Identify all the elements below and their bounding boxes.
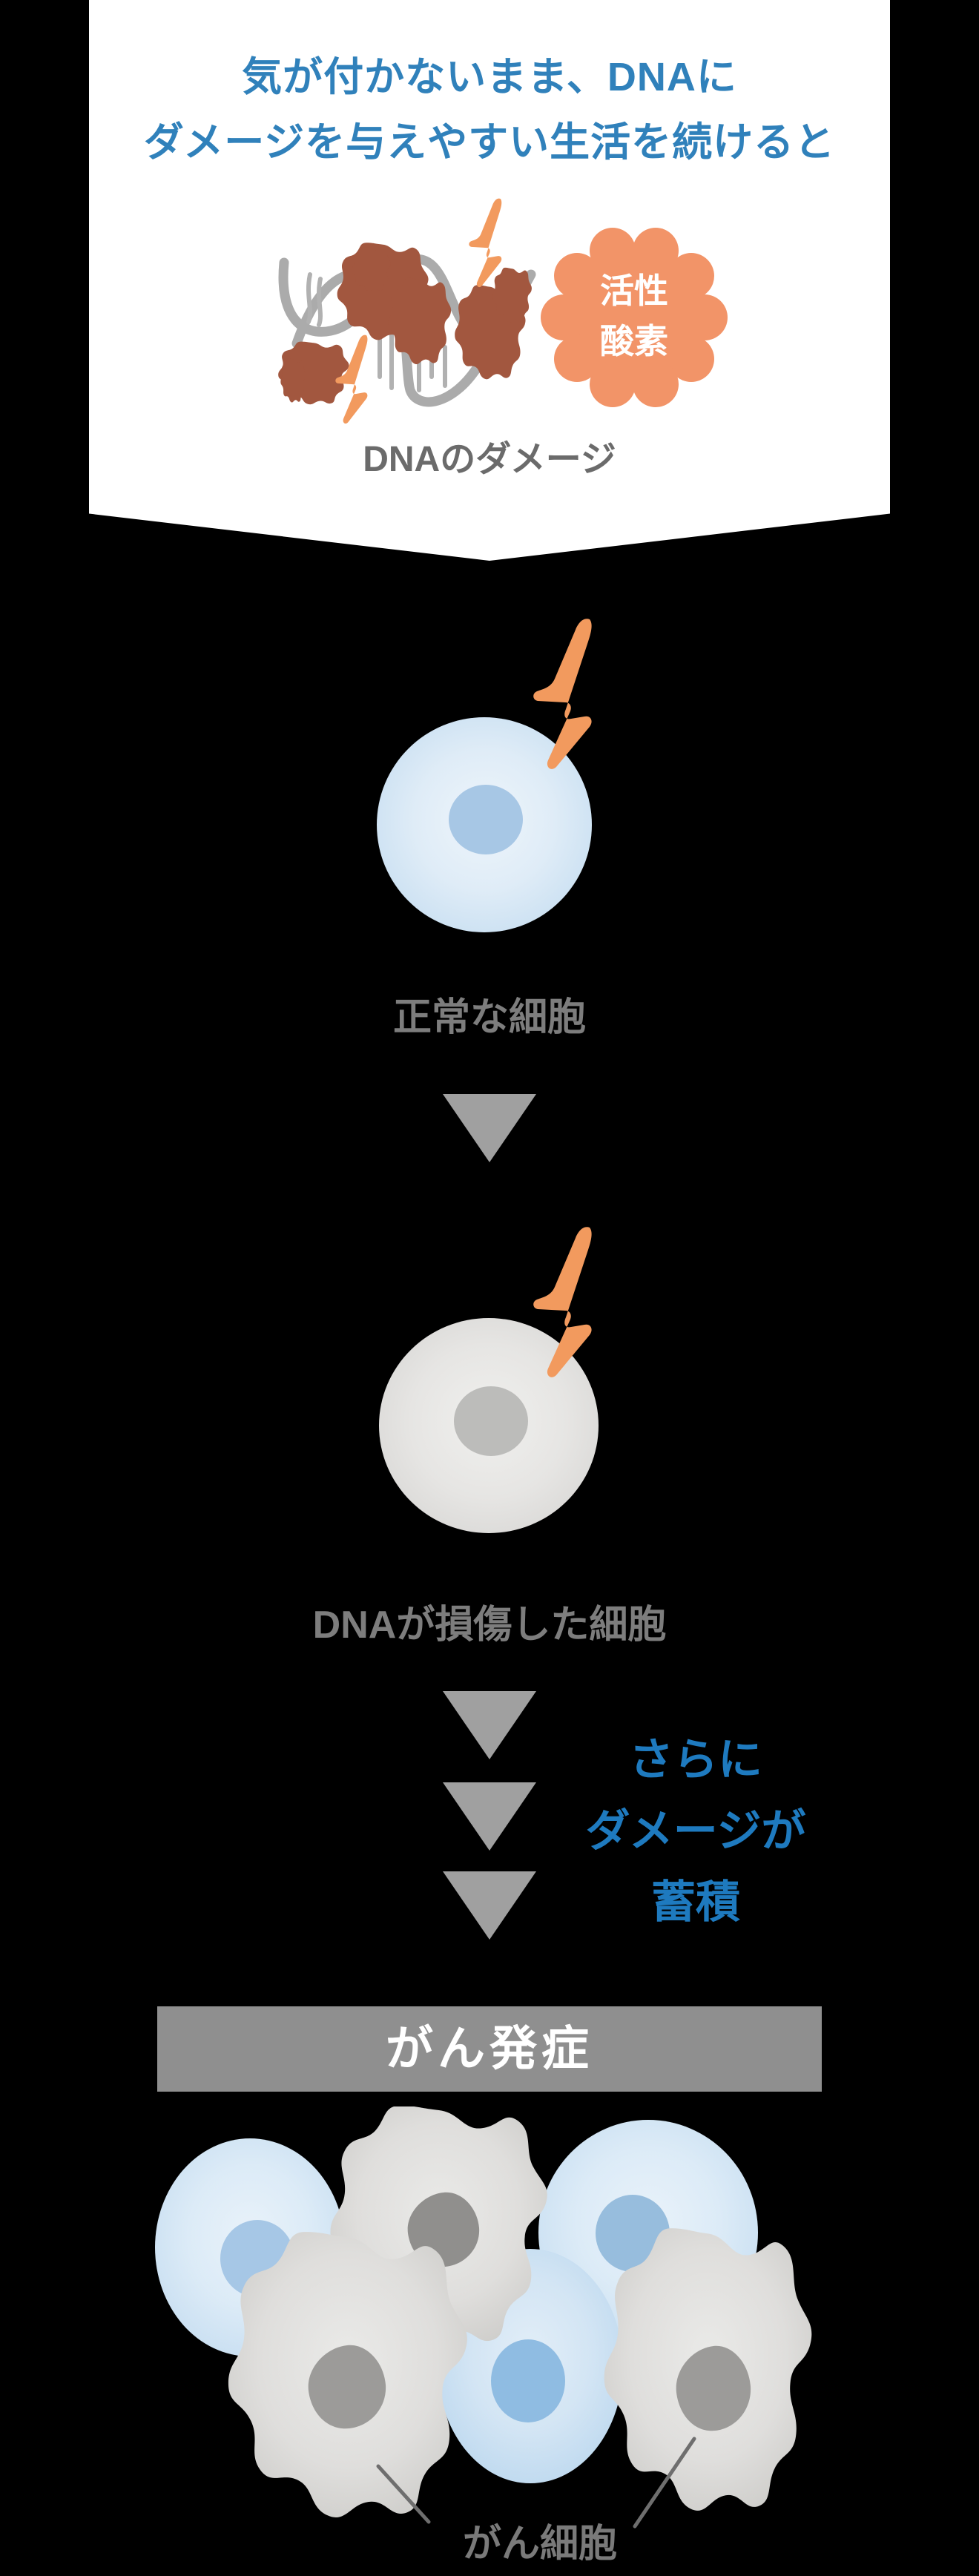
normal-cell-label: 正常な細胞: [392, 996, 586, 1039]
cancer-cell-cluster-icon: [155, 2106, 812, 2529]
intro-heading-line1: 気が付かないまま、DNAに: [242, 55, 737, 99]
normal-cell-nucleus: [449, 785, 523, 854]
badge-label-line1: 活性: [600, 271, 668, 310]
down-arrow-icon: [443, 1782, 536, 1851]
down-arrow-icon: [443, 1094, 536, 1162]
damaged-cell-icon: [379, 1227, 599, 1533]
cancer-cell-label: がん細胞: [462, 2523, 617, 2566]
normal-cell-icon: [377, 619, 592, 932]
down-arrow-icon: [443, 1691, 536, 1759]
damaged-cell-nucleus: [454, 1386, 528, 1456]
cancer-onset-banner-label: がん発症: [386, 2022, 593, 2075]
accumulation-line3: 蓄積: [651, 1877, 740, 1927]
reactive-oxygen-badge-label: 活性 酸素: [560, 266, 708, 366]
intro-speech-box: 気が付かないまま、DNAに ダメージを与えやすい生活を続けると: [89, 0, 890, 561]
intro-heading: 気が付かないまま、DNAに ダメージを与えやすい生活を続けると: [89, 45, 890, 175]
lightning-icon: [469, 198, 502, 288]
badge-label-line2: 酸素: [600, 322, 668, 360]
damaged-cell-label: DNAが損傷した細胞: [312, 1604, 667, 1647]
accumulation-line1: さらに: [629, 1735, 762, 1785]
callout-lines: [376, 2437, 696, 2529]
damaged-dna-helix-icon: [278, 198, 536, 424]
accumulation-line2: ダメージが: [585, 1806, 806, 1856]
dna-damage-caption: DNAのダメージ: [363, 440, 616, 479]
damage-accumulation-text: さらに ダメージが 蓄積: [547, 1725, 844, 1938]
down-arrow-icon: [443, 1871, 536, 1940]
reactive-oxygen-badge-icon: [541, 228, 728, 407]
intro-heading-line2: ダメージを与えやすい生活を続けると: [143, 120, 836, 165]
cancer-onset-banner: がん発症: [157, 2006, 822, 2092]
